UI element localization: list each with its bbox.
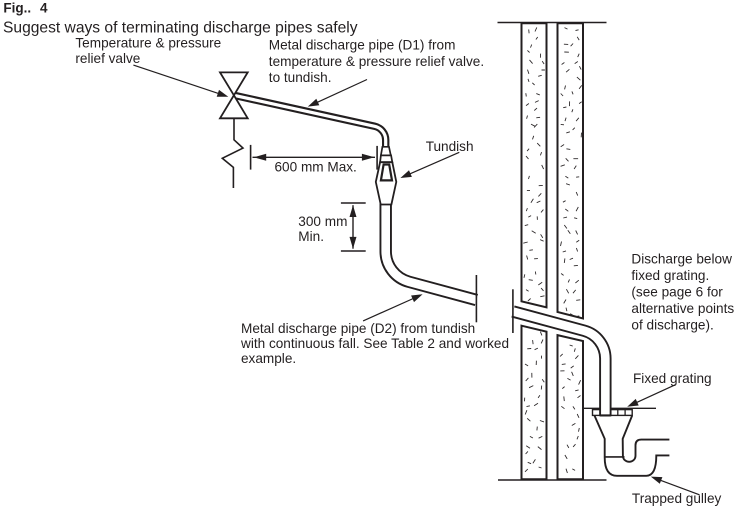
svg-text:Metal discharge pipe (D2) from: Metal discharge pipe (D2) from tundish [241,321,475,336]
svg-text:300 mm: 300 mm [298,214,347,229]
svg-text:Temperature & pressure: Temperature & pressure [75,36,221,51]
svg-text:of discharge).: of discharge). [631,318,713,333]
svg-text:Min.: Min. [298,229,324,244]
svg-text:Fixed grating: Fixed grating [633,371,712,386]
svg-text:Metal discharge pipe (D1) from: Metal discharge pipe (D1) from [269,38,456,53]
svg-text:Trapped gulley: Trapped gulley [632,491,722,506]
svg-text:fixed grating.: fixed grating. [631,268,709,283]
svg-text:alternative points: alternative points [631,301,734,316]
svg-text:to tundish.: to tundish. [269,70,332,85]
svg-text:600 mm Max.: 600 mm Max. [275,159,357,174]
svg-text:(see page 6 for: (see page 6 for [631,285,723,300]
svg-text:Discharge below: Discharge below [631,252,732,267]
svg-text:with continuous fall. See Tabl: with continuous fall. See Table 2 and wo… [240,336,509,351]
svg-text:Tundish: Tundish [426,139,474,154]
svg-text:example.: example. [241,351,296,366]
svg-text:temperature & pressure relief: temperature & pressure relief valve. [269,54,484,69]
svg-text:Fig..: Fig.. [3,0,31,15]
svg-text:4: 4 [40,0,48,15]
svg-text:Suggest ways of terminating di: Suggest ways of terminating discharge pi… [3,20,358,37]
svg-text:relief valve: relief valve [75,51,140,66]
